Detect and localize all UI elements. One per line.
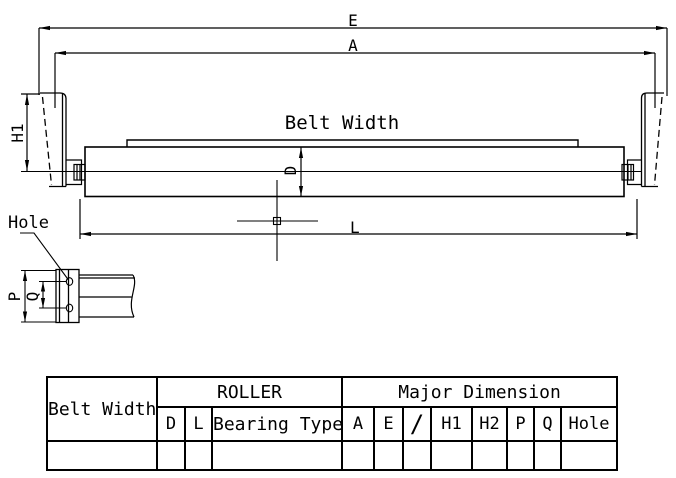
- table-header-h1: H1: [430, 406, 473, 442]
- right-shaft-end: [621, 159, 642, 186]
- arrow-p-top: [22, 270, 28, 281]
- table-header-p: P: [506, 406, 535, 442]
- table-header-bearing-type: Bearing Type: [211, 406, 343, 442]
- arrow-h1-top: [24, 94, 30, 105]
- dim-label-l: L: [350, 218, 360, 237]
- specification-table: Belt Width ROLLER Major Dimension D L Be…: [46, 376, 619, 471]
- table-cell-h2-value: [471, 440, 508, 471]
- detail-hole-bottom: [65, 303, 74, 313]
- arrow-q-bottom: [40, 298, 46, 308]
- belt-width-label: Belt Width: [285, 112, 399, 134]
- table-header-d: D: [156, 406, 186, 442]
- arrow-l-right: [626, 231, 637, 237]
- dim-label-e: E: [348, 11, 358, 30]
- table-cell-q-value: [533, 440, 562, 471]
- dimension-h1: [21, 93, 40, 171]
- arrow-q-top: [40, 281, 46, 292]
- table-cell-d-value: [156, 440, 186, 471]
- hole-label: Hole: [8, 213, 49, 233]
- dim-label-h1: H1: [8, 123, 27, 142]
- arrow-p-bottom: [22, 311, 28, 322]
- dim-label-a: A: [348, 36, 358, 55]
- table-cell-e-value: [373, 440, 404, 471]
- table-header-hole: Hole: [559, 406, 619, 442]
- left-bracket: [40, 92, 67, 188]
- detail-tube-broken: [79, 274, 136, 318]
- right-bracket: [640, 92, 664, 188]
- arrow-d-top: [298, 147, 304, 158]
- detail-hole-top: [65, 277, 74, 286]
- table-cell-p-value: [506, 440, 535, 471]
- center-mark: [237, 180, 318, 261]
- arrow-d-bottom: [298, 186, 304, 196]
- dim-label-d: D: [281, 166, 300, 176]
- table-cell-h1-value: [430, 440, 473, 471]
- table-header-l: L: [184, 406, 213, 442]
- table-header-slash: /: [402, 406, 432, 442]
- arrow-h1-bottom: [24, 160, 30, 171]
- hole-leader-line: [20, 232, 69, 281]
- dim-label-p: P: [5, 292, 24, 302]
- left-shaft-end: [66, 159, 86, 186]
- dim-label-q: Q: [23, 292, 42, 302]
- dimension-l: [79, 199, 638, 239]
- table-cell-a-value: [341, 440, 375, 471]
- table-header-q: Q: [533, 406, 562, 442]
- table-group-major-dimension: Major Dimension: [340, 376, 619, 408]
- arrow-e-right: [656, 25, 667, 31]
- table-cell-slash-value: [402, 440, 432, 471]
- arrow-a-left: [55, 50, 66, 56]
- table-header-a: A: [341, 406, 375, 442]
- detail-plate: [55, 268, 80, 324]
- table-header-h2: H2: [471, 406, 508, 442]
- table-group-roller: ROLLER: [156, 376, 343, 408]
- arrow-l-left: [80, 231, 91, 237]
- table-cell-bearing-type-value: [211, 440, 343, 471]
- table-header-belt-width: Belt Width: [46, 376, 158, 442]
- arrow-a-right: [644, 50, 655, 56]
- table-cell-belt-width-value: [46, 440, 158, 471]
- dimension-a: [54, 52, 656, 108]
- belt-plate: [126, 139, 579, 147]
- arrow-e-left: [39, 25, 50, 31]
- table-cell-l-value: [184, 440, 213, 471]
- table-header-e: E: [373, 406, 404, 442]
- table-cell-hole-value: [559, 440, 619, 471]
- table-empty-data-row: [46, 440, 619, 471]
- dimension-e: [38, 27, 668, 96]
